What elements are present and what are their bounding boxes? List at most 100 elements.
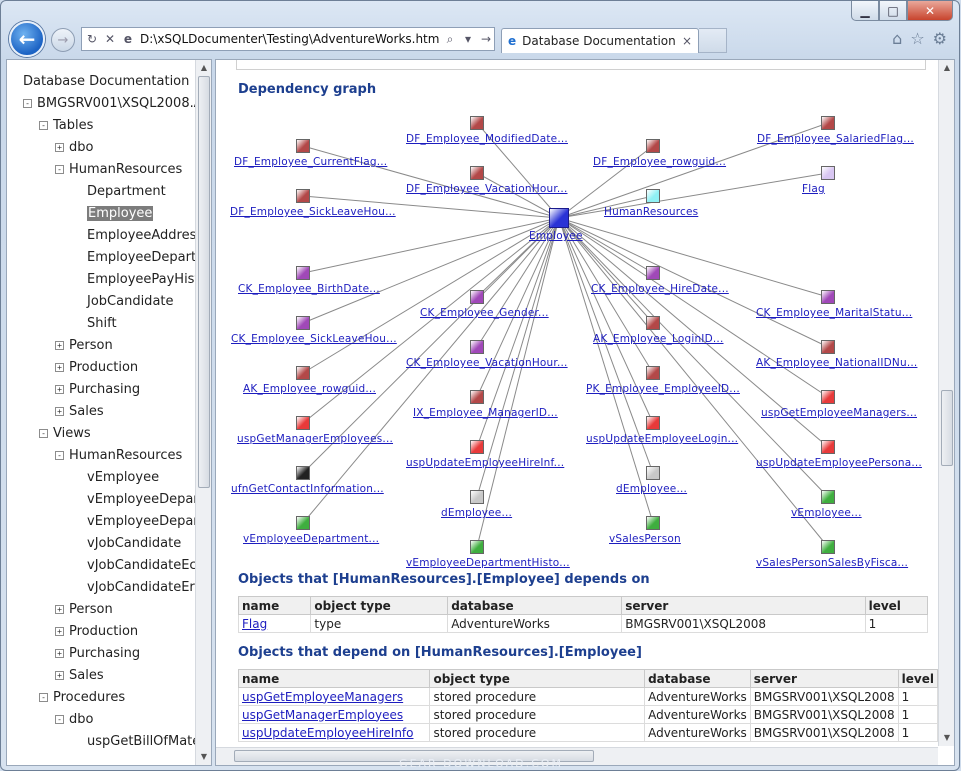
expand-icon[interactable]: + <box>55 670 64 680</box>
expand-icon[interactable]: + <box>55 604 64 614</box>
tree-item-label[interactable]: EmployeeDepart <box>87 249 197 265</box>
tree-item[interactable]: + dbo <box>55 137 93 157</box>
tree-item-label[interactable]: Procedures <box>53 689 126 705</box>
tree-item[interactable]: -HumanResources <box>55 445 182 465</box>
horizontal-scrollbar-thumb[interactable] <box>234 750 594 762</box>
tree-item[interactable]: -Tables <box>39 115 93 135</box>
graph-node-icon[interactable] <box>646 189 660 203</box>
graph-node-icon[interactable] <box>646 139 660 153</box>
expand-icon[interactable]: + <box>55 362 64 372</box>
graph-node-icon[interactable] <box>646 416 660 430</box>
favorites-star-icon[interactable]: ☆ <box>910 29 925 48</box>
collapse-icon[interactable]: - <box>39 428 48 438</box>
graph-node-link[interactable]: DF_Employee_rowguid... <box>593 156 727 168</box>
tree-item-label[interactable]: HumanResources <box>69 161 183 177</box>
graph-node-link[interactable]: uspUpdateEmployeeHireInf... <box>406 457 565 469</box>
tree-scrollbar[interactable]: ▲ ▼ <box>195 60 211 765</box>
expand-icon[interactable]: + <box>55 406 64 416</box>
tree-item[interactable]: + Sales <box>55 401 104 421</box>
graph-node-link[interactable]: vSalesPerson <box>609 533 681 545</box>
tree-item[interactable]: Employee <box>87 203 154 223</box>
object-link[interactable]: uspGetEmployeeManagers <box>242 689 404 704</box>
tree-item[interactable]: + Production <box>55 357 138 377</box>
url-text[interactable]: D:\xSQLDocumenter\Testing\AdventureWorks… <box>140 32 440 46</box>
tree-item[interactable]: + Sales <box>55 665 104 685</box>
graph-node-icon[interactable] <box>821 540 835 554</box>
tree-item[interactable]: Shift <box>87 313 117 333</box>
tree-item-label[interactable]: dbo <box>69 139 94 155</box>
tree-item-label[interactable]: Sales <box>69 667 104 683</box>
horizontal-scrollbar[interactable] <box>216 747 938 765</box>
minimize-button[interactable]: ▁ <box>851 1 879 21</box>
graph-node-link[interactable]: CK_Employee_VacationHour... <box>406 357 568 369</box>
address-bar[interactable]: ↻ ✕ e D:\xSQLDocumenter\Testing\Adventur… <box>81 27 495 51</box>
refresh-icon[interactable]: ↻ <box>86 32 98 46</box>
graph-node-link[interactable]: AK_Employee_NationalIDNu... <box>756 357 918 369</box>
graph-node-link[interactable]: uspUpdateEmployeeLogin... <box>586 433 739 445</box>
tree-item[interactable]: +Person <box>55 335 113 355</box>
graph-node-icon[interactable] <box>296 189 310 203</box>
tree-item[interactable]: vJobCandidateEr <box>87 577 195 597</box>
expand-icon[interactable]: + <box>55 384 64 394</box>
new-tab-button[interactable] <box>699 28 727 53</box>
graph-node-link[interactable]: IX_Employee_ManagerID... <box>413 407 558 419</box>
tree-item-label[interactable]: Purchasing <box>69 645 141 661</box>
tree-item[interactable]: -BMGSRV001\XSQL2008.A <box>23 93 203 113</box>
graph-node-icon[interactable] <box>821 116 835 130</box>
tree-item-label[interactable]: Sales <box>69 403 104 419</box>
collapse-icon[interactable]: - <box>23 98 32 108</box>
graph-node-link[interactable]: CK_Employee_BirthDate... <box>238 283 380 295</box>
graph-node-link[interactable]: CK_Employee_MaritalStatu... <box>756 307 913 319</box>
graph-node-icon[interactable] <box>296 416 310 430</box>
graph-node-link[interactable]: PK_Employee_EmployeeID... <box>586 383 740 395</box>
graph-node-icon[interactable] <box>296 266 310 280</box>
home-icon[interactable]: ⌂ <box>892 29 903 48</box>
collapse-icon[interactable]: - <box>39 120 48 130</box>
tree-item[interactable]: Database Documentation <box>23 71 189 91</box>
tree-scrollbar-thumb[interactable] <box>198 76 210 488</box>
forward-button[interactable]: → <box>51 28 75 52</box>
collapse-icon[interactable]: - <box>55 714 64 724</box>
graph-node-link[interactable]: CK_Employee_SickLeaveHou... <box>231 333 397 345</box>
graph-node-link[interactable]: DF_Employee_CurrentFlag... <box>234 156 388 168</box>
table-cell[interactable]: Flag <box>237 614 312 633</box>
expand-icon[interactable]: + <box>55 626 64 636</box>
go-icon[interactable]: → <box>480 32 492 46</box>
tree-item[interactable]: -Views <box>39 423 91 443</box>
graph-node-link[interactable]: uspGetManagerEmployees... <box>237 433 394 445</box>
tree-item-label[interactable]: Person <box>69 601 113 617</box>
tree-item-label[interactable]: vEmployeeDepar <box>87 513 199 529</box>
graph-node-icon[interactable] <box>296 466 310 480</box>
maximize-button[interactable]: □ <box>879 1 907 21</box>
tree-item[interactable]: JobCandidate <box>87 291 174 311</box>
expand-icon[interactable]: + <box>55 340 64 350</box>
tree-item-label[interactable]: EmployeePayHist <box>87 271 200 287</box>
tree-item-label[interactable]: vEmployee <box>87 469 160 485</box>
content-scrollbar-thumb[interactable] <box>941 390 953 466</box>
graph-node-link[interactable]: HumanResources <box>604 206 699 218</box>
graph-node-icon[interactable] <box>821 390 835 404</box>
tree-item-label[interactable]: Employee <box>87 205 154 221</box>
object-link[interactable]: Flag <box>242 616 268 631</box>
content-scrollbar[interactable]: ▲ ▼ <box>938 60 954 746</box>
collapse-icon[interactable]: - <box>39 692 48 702</box>
expand-icon[interactable]: + <box>55 142 64 152</box>
tree-item[interactable]: +Purchasing <box>55 379 140 399</box>
tree-item-label[interactable]: vJobCandidate <box>87 535 182 551</box>
tab-close-icon[interactable]: × <box>681 34 692 48</box>
tree-item[interactable]: EmployeeAddres <box>87 225 196 245</box>
graph-center-node-icon[interactable] <box>549 208 569 228</box>
stop-icon[interactable]: ✕ <box>104 32 116 46</box>
graph-node-icon[interactable] <box>296 516 310 530</box>
tree-item[interactable]: EmployeeDepart <box>87 247 196 267</box>
graph-node-link[interactable]: uspGetEmployeeManagers... <box>761 407 918 419</box>
graph-center-node-link[interactable]: Employee <box>529 230 583 242</box>
graph-node-icon[interactable] <box>821 440 835 454</box>
graph-node-icon[interactable] <box>646 516 660 530</box>
tree-item-label[interactable]: Production <box>69 359 139 375</box>
graph-node-icon[interactable] <box>470 540 484 554</box>
tree-item[interactable]: EmployeePayHist <box>87 269 200 289</box>
table-cell[interactable]: uspUpdateEmployeeHireInfo <box>237 723 431 742</box>
tree-item[interactable]: -HumanResources <box>55 159 182 179</box>
tree-item[interactable]: -Procedures <box>39 687 125 707</box>
